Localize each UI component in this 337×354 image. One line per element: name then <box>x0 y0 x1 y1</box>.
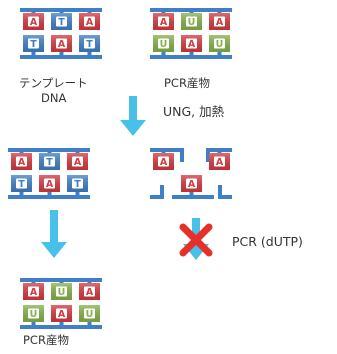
base-top-A: A <box>23 13 44 30</box>
base-top-A: A <box>209 153 230 170</box>
bottom-strand-fragment <box>222 195 232 199</box>
base-top-A: A <box>79 283 100 300</box>
svg-text:T: T <box>30 39 37 50</box>
svg-text:T: T <box>58 17 65 28</box>
top-strand-fragment <box>150 148 184 152</box>
down-arrow-icon <box>41 210 67 258</box>
base-top-A: A <box>67 153 88 170</box>
bottom-strand-backbone <box>20 325 102 329</box>
base-top-A: A <box>79 13 100 30</box>
base-bottom-A: A <box>39 175 60 192</box>
base-bottom-A: A <box>51 35 72 52</box>
bottom-strand-fragment-end <box>160 185 164 199</box>
template-label-line1: テンプレート <box>19 76 88 90</box>
top-strand-fragment-end <box>180 148 184 162</box>
pcr-dutp-label: PCR (dUTP) <box>232 234 303 249</box>
template-label-line2: DNA <box>41 91 67 105</box>
base-bottom-A: A <box>181 35 202 52</box>
base-top-U: U <box>181 13 202 30</box>
svg-text:U: U <box>160 39 168 50</box>
svg-text:A: A <box>18 157 26 168</box>
base-bottom-A: A <box>181 175 202 192</box>
bottom-strand-fragment <box>150 195 164 199</box>
down-arrow-icon <box>120 96 146 136</box>
svg-text:T: T <box>46 157 53 168</box>
svg-text:U: U <box>86 309 94 320</box>
base-top-A: A <box>153 153 174 170</box>
svg-text:A: A <box>188 39 196 50</box>
top-strand-backbone <box>20 278 102 282</box>
svg-text:A: A <box>58 39 66 50</box>
bottom-strand-fragment-end <box>218 185 222 199</box>
base-bottom-U: U <box>153 35 174 52</box>
svg-text:A: A <box>58 309 66 320</box>
svg-text:A: A <box>86 287 94 298</box>
top-strand-fragment-end <box>206 148 210 162</box>
base-top-T: T <box>51 13 72 30</box>
svg-text:A: A <box>46 179 54 190</box>
pcr-product-label-top: PCR産物 <box>164 76 210 90</box>
svg-text:A: A <box>30 287 38 298</box>
svg-text:A: A <box>30 17 38 28</box>
svg-text:T: T <box>74 179 81 190</box>
svg-text:A: A <box>160 157 168 168</box>
svg-text:A: A <box>216 157 224 168</box>
base-bottom-T: T <box>11 175 32 192</box>
bottom-strand-fragment <box>172 195 214 199</box>
ung-heat-label: UNG, 加熱 <box>163 104 225 119</box>
svg-text:T: T <box>18 179 25 190</box>
base-bottom-T: T <box>23 35 44 52</box>
pcr-product-label-bottom: PCR産物 <box>23 333 69 347</box>
svg-text:A: A <box>188 179 196 190</box>
svg-text:A: A <box>74 157 82 168</box>
degraded-product-block: A A A <box>150 148 232 199</box>
base-top-A: A <box>23 283 44 300</box>
base-top-A: A <box>209 13 230 30</box>
svg-text:T: T <box>86 39 93 50</box>
base-bottom-T: T <box>79 35 100 52</box>
bottom-strand-backbone <box>20 55 102 59</box>
top-strand-backbone <box>8 148 90 152</box>
base-bottom-U: U <box>79 305 100 322</box>
svg-text:U: U <box>58 287 66 298</box>
top-strand-backbone <box>150 8 232 12</box>
bottom-strand-backbone <box>150 55 232 59</box>
top-strand-backbone <box>20 8 102 12</box>
svg-text:A: A <box>86 17 94 28</box>
base-top-T: T <box>39 153 60 170</box>
svg-text:U: U <box>188 17 196 28</box>
base-top-U: U <box>51 283 72 300</box>
base-top-A: A <box>11 153 32 170</box>
svg-text:A: A <box>216 17 224 28</box>
svg-text:U: U <box>216 39 224 50</box>
base-bottom-A: A <box>51 305 72 322</box>
svg-text:U: U <box>30 309 38 320</box>
base-bottom-T: T <box>67 175 88 192</box>
base-top-A: A <box>153 13 174 30</box>
top-strand-fragment <box>206 148 232 152</box>
base-bottom-U: U <box>23 305 44 322</box>
cross-icon <box>179 223 213 257</box>
base-bottom-U: U <box>209 35 230 52</box>
svg-text:A: A <box>160 17 168 28</box>
bottom-strand-backbone <box>8 195 90 199</box>
